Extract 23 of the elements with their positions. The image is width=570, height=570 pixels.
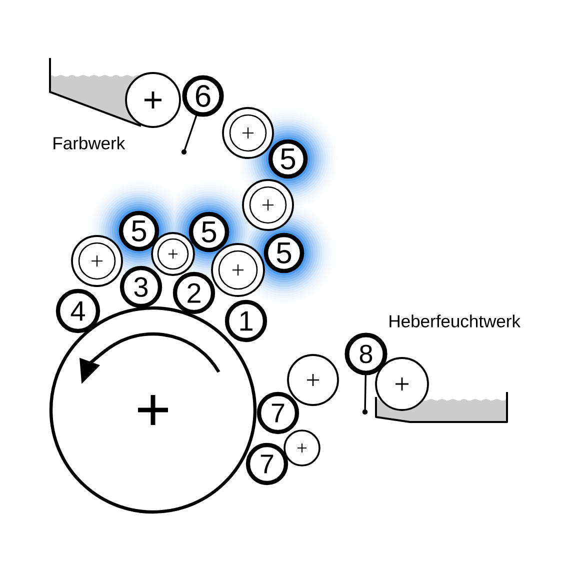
roller xyxy=(125,72,181,128)
numbered-roller: 6 xyxy=(182,75,224,117)
numbered-roller: 7 xyxy=(256,392,300,434)
numbered-roller: 5 xyxy=(188,212,230,252)
roller xyxy=(242,179,294,231)
numbered-roller: 1 xyxy=(224,300,268,342)
roller xyxy=(287,354,339,406)
numbered-roller: 3 xyxy=(120,266,162,308)
numbered-roller: 7 xyxy=(246,442,288,486)
roller xyxy=(71,235,123,287)
roller xyxy=(211,243,265,297)
numbered-roller: 8 xyxy=(344,332,388,376)
numbered-roller: 5 xyxy=(118,210,160,252)
roller xyxy=(151,232,195,276)
section-label: Heberfeuchtwerk xyxy=(390,314,520,328)
roller xyxy=(284,430,320,466)
roller xyxy=(375,357,429,411)
section-label: Farbwerk xyxy=(54,136,126,150)
roller xyxy=(222,107,274,159)
numbered-roller: 5 xyxy=(264,232,304,274)
numbered-roller: 4 xyxy=(56,288,100,334)
numbered-roller: 2 xyxy=(172,272,216,314)
numbered-roller: 5 xyxy=(268,139,308,179)
